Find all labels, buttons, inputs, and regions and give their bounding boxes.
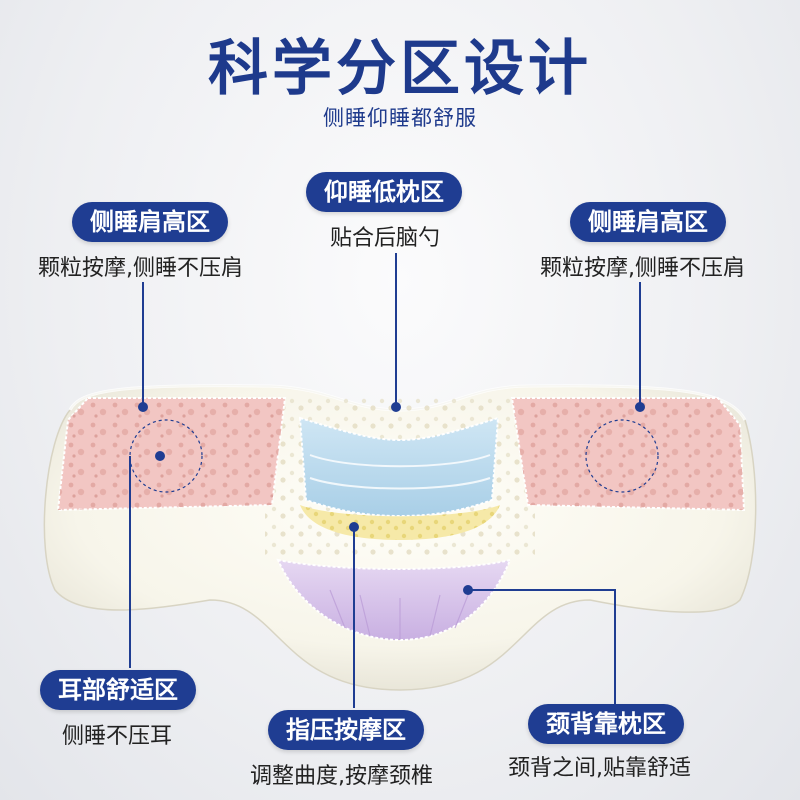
acupressure-zone-badge: 指压按摩区 [268, 710, 424, 750]
page-subtitle: 侧睡仰睡都舒服 [323, 106, 477, 130]
left-shoulder-zone-desc: 颗粒按摩,侧睡不压肩 [38, 256, 243, 281]
left-ear-marker [129, 419, 203, 493]
ear-zone-desc: 侧睡不压耳 [62, 724, 173, 749]
right-ear-marker [585, 419, 659, 493]
neck-back-zone-desc: 颈背之间,贴靠舒适 [508, 756, 691, 781]
callout-lines [129, 253, 641, 710]
right-shoulder-zone-badge: 侧睡肩高区 [570, 202, 726, 242]
center-low-zone-badge: 仰睡低枕区 [306, 172, 462, 212]
neck-back-zone [276, 558, 512, 642]
left-shoulder-zone-badge: 侧睡肩高区 [72, 202, 228, 242]
neck-back-zone-badge: 颈背靠枕区 [528, 704, 684, 744]
callout-dots [138, 402, 645, 595]
right-shoulder-zone-desc: 颗粒按摩,侧睡不压肩 [540, 256, 745, 281]
page-title: 科学分区设计 [208, 34, 592, 104]
center-low-zone-desc: 贴合后脑勺 [330, 226, 441, 251]
acupressure-zone-desc: 调整曲度,按摩颈椎 [250, 764, 433, 789]
ear-zone-badge: 耳部舒适区 [40, 670, 196, 710]
